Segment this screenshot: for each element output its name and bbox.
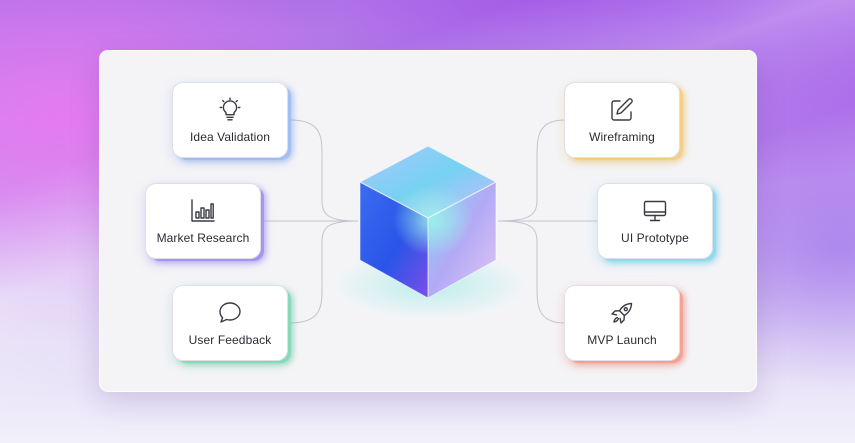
monitor-icon — [642, 198, 668, 224]
connector-mvp-launch — [497, 220, 566, 324]
node-idea-validation[interactable]: Idea Validation — [172, 82, 288, 158]
node-label: UI Prototype — [621, 230, 689, 245]
node-mvp-launch[interactable]: MVP Launch — [564, 285, 680, 361]
node-label: Market Research — [156, 230, 250, 245]
node-user-feedback[interactable]: User Feedback — [172, 285, 288, 361]
center-cube — [355, 142, 501, 302]
chat-bubble-icon — [217, 300, 243, 326]
edit-pencil-icon — [609, 97, 635, 123]
lightbulb-icon — [217, 97, 243, 123]
node-ui-prototype[interactable]: UI Prototype — [597, 183, 713, 259]
node-label: MVP Launch — [587, 332, 657, 347]
node-market-research[interactable]: Market Research — [145, 183, 261, 259]
node-label: User Feedback — [188, 332, 272, 347]
glass-cube-icon — [359, 145, 497, 299]
node-label: Wireframing — [589, 129, 655, 144]
node-wireframing[interactable]: Wireframing — [564, 82, 680, 158]
bar-chart-icon — [190, 198, 216, 224]
connector-wireframing — [497, 119, 566, 222]
connector-user-feedback — [289, 220, 359, 324]
connector-idea-validation — [289, 119, 359, 222]
rocket-icon — [609, 300, 635, 326]
node-label: Idea Validation — [189, 129, 270, 144]
